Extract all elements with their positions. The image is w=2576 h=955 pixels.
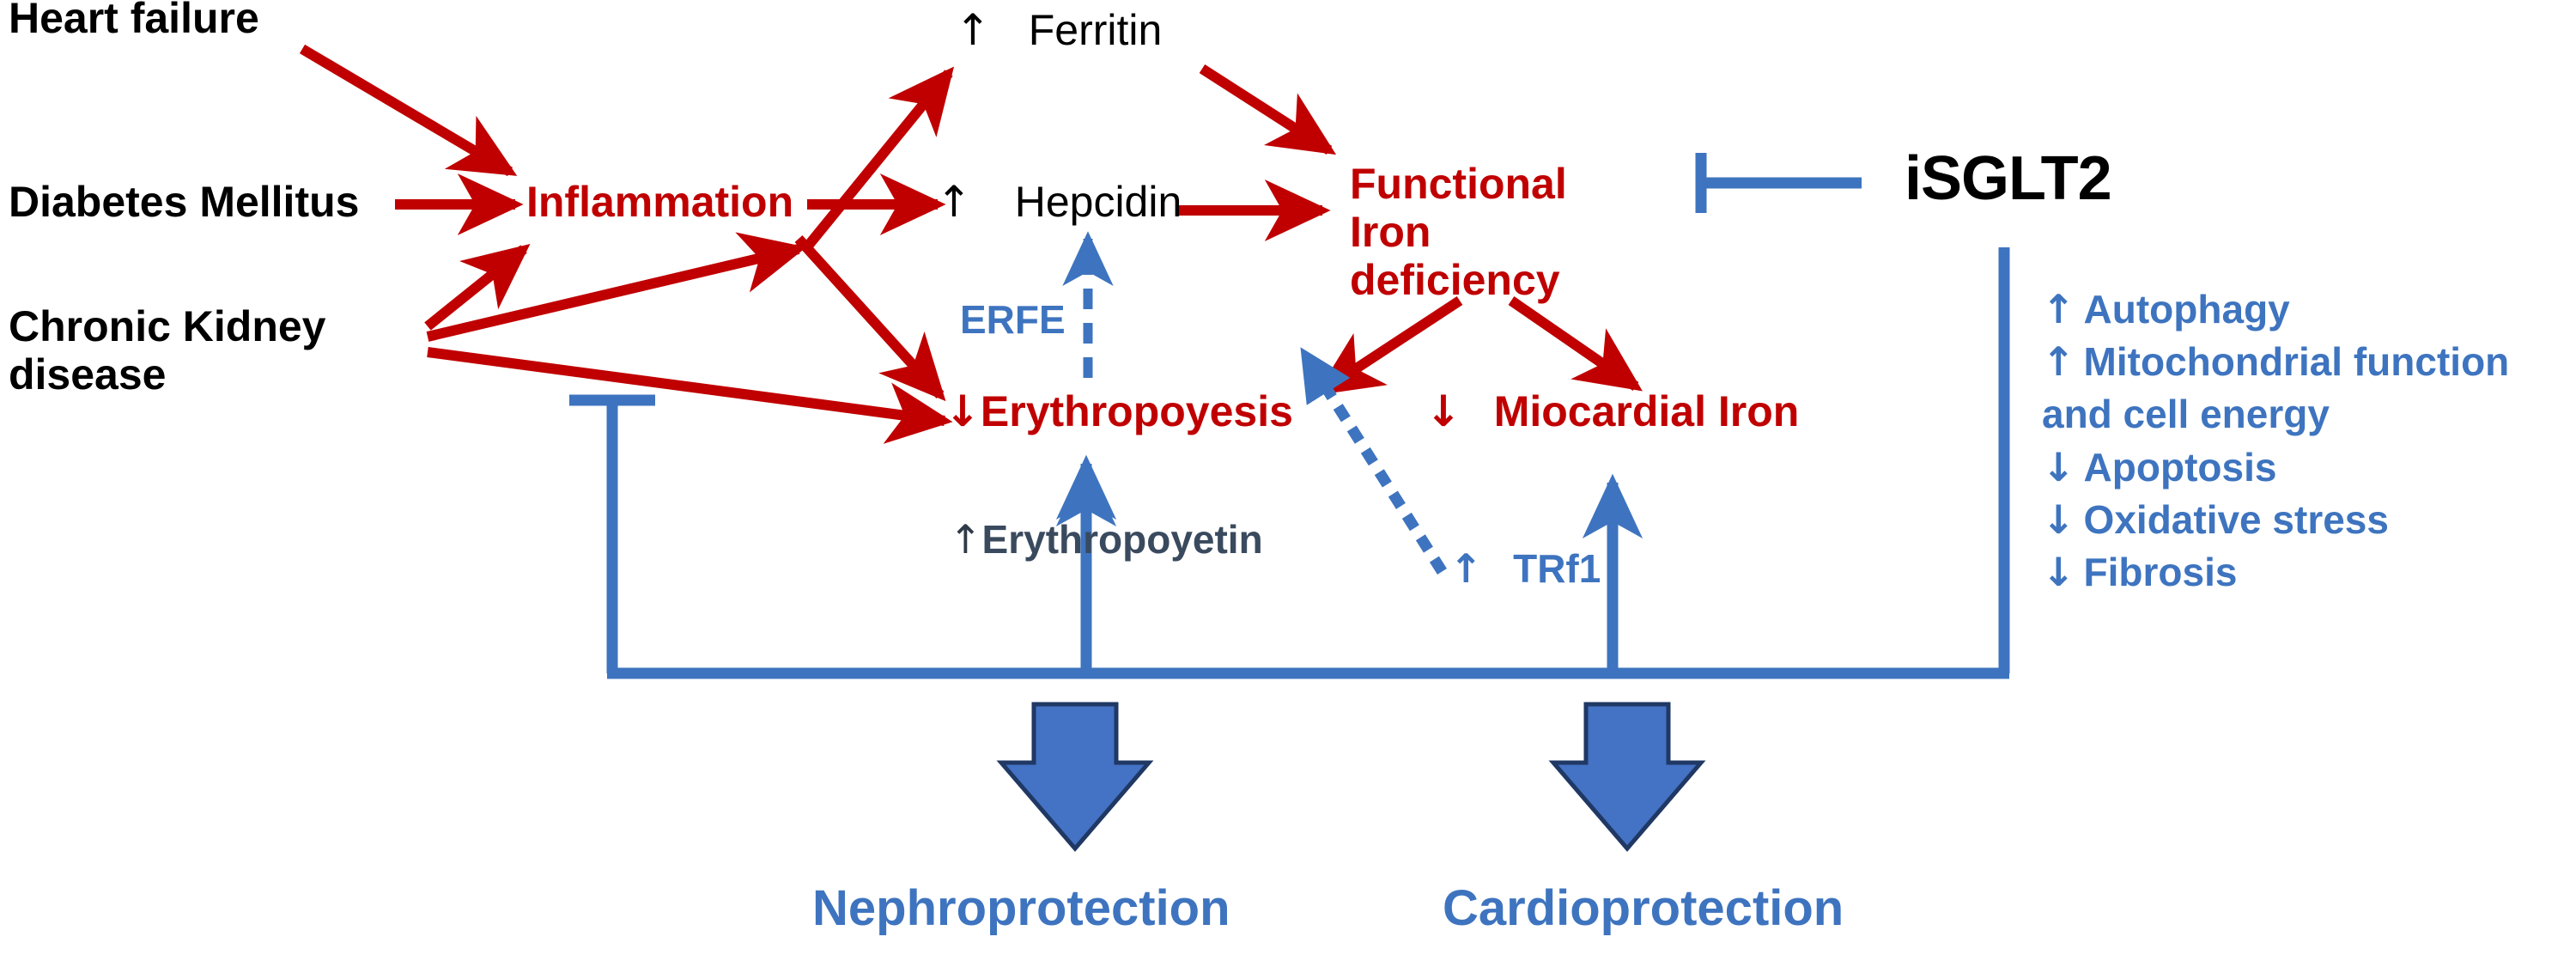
hepcidin-up-arrow-icon: ↑ [936, 177, 972, 227]
trf1-up-arrow-icon: ↑ [1449, 545, 1483, 592]
node-hepcidin-label: Hepcidin [1014, 178, 1182, 226]
benefit-arrow-icon: ↓ [2042, 496, 2075, 543]
benefit-item: ↑Mitochondrial function and cell energy [2042, 336, 2557, 441]
trf1-dotted-arrow [1297, 347, 1447, 575]
nephroprotection-block-arrow [996, 702, 1154, 852]
benefit-item: ↓Oxidative stress [2042, 494, 2557, 546]
node-erfe: ERFE [960, 297, 1066, 342]
node-isglt2: iSGLT2 [1905, 144, 2112, 213]
node-miocardial-iron: ↓ Miocardial Iron [1425, 388, 1799, 435]
node-erythropoyetin: ↑Erythropoyetin [949, 516, 1263, 563]
benefit-arrow-icon: ↓ [2042, 548, 2075, 595]
cause-heart-failure: Heart failure [9, 0, 259, 42]
cause-chronic-kidney-disease: Chronic Kidney disease [9, 302, 326, 398]
cause-diabetes-mellitus: Diabetes Mellitus [9, 178, 360, 226]
node-erythropoyesis-label: Erythropoyesis [980, 387, 1293, 435]
benefit-item: ↓Fibrosis [2042, 546, 2557, 599]
isglt2-effect-bus [569, 247, 2010, 679]
miocardial-iron-down-arrow-icon: ↓ [1425, 386, 1461, 436]
benefit-item: ↓Apoptosis [2042, 441, 2557, 494]
node-trf1: ↑ TRf1 [1449, 545, 1601, 592]
benefit-label: Apoptosis [2083, 444, 2277, 490]
ferritin-up-arrow-icon: ↑ [955, 5, 991, 55]
outcome-cardioprotection: Cardioprotection [1443, 880, 1844, 936]
isglt2-benefits-list: ↑Autophagy ↑Mitochondrial function and c… [2042, 283, 2557, 599]
erythropoyesis-down-arrow-icon: ↓ [945, 386, 981, 436]
node-erythropoyetin-label: Erythropoyetin [981, 517, 1263, 562]
node-ferritin-label: Ferritin [1028, 6, 1163, 54]
outcome-nephroprotection: Nephroprotection [812, 880, 1230, 936]
node-inflammation: Inflammation [526, 178, 794, 226]
node-miocardial-iron-label: Miocardial Iron [1493, 387, 1800, 435]
node-hepcidin: ↑ Hepcidin [936, 179, 1182, 225]
node-erythropoyesis: ↓Erythropoyesis [945, 388, 1293, 435]
erythropoyetin-up-arrow-icon: ↑ [949, 516, 982, 563]
benefit-arrow-icon: ↑ [2042, 286, 2075, 332]
benefit-label: Mitochondrial function and cell energy [2042, 339, 2510, 437]
benefit-item: ↑Autophagy [2042, 283, 2557, 336]
node-functional-iron-deficiency: Functional Iron deficiency [1350, 160, 1567, 304]
node-ferritin: ↑ Ferritin [955, 7, 1162, 53]
benefit-label: Autophagy [2083, 287, 2290, 332]
benefit-arrow-icon: ↓ [2042, 443, 2075, 490]
benefit-label: Oxidative stress [2083, 496, 2389, 542]
node-trf1-label: TRf1 [1513, 546, 1601, 591]
benefit-label: Fibrosis [2083, 549, 2238, 594]
benefit-arrow-icon: ↑ [2042, 338, 2075, 386]
isglt2-inhibition-bar [1695, 153, 1862, 213]
cardioprotection-block-arrow [1548, 702, 1706, 852]
